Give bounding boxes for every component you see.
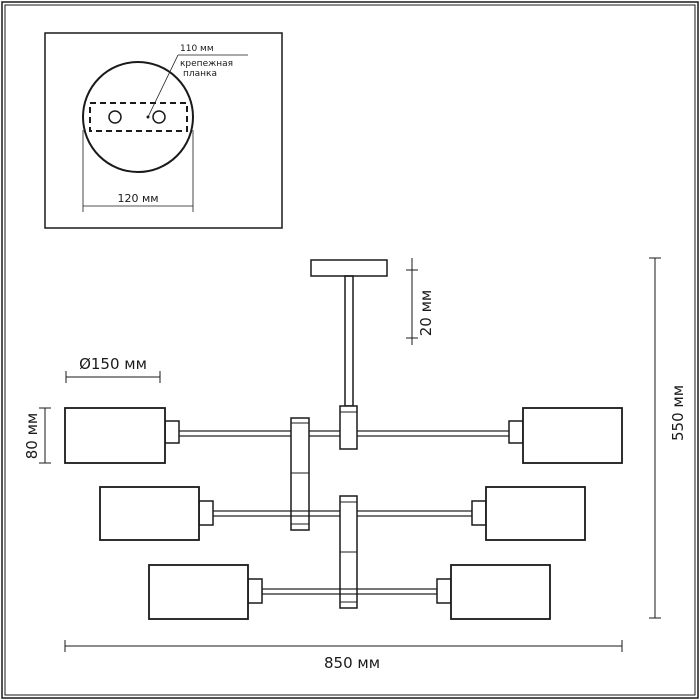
screw-hole-left: [108, 110, 122, 124]
shade-middle-left: [99, 486, 200, 541]
dim-rod-label: 20 мм: [417, 290, 435, 337]
inset-dim-110: 110 мм: [180, 44, 214, 54]
shade-top-right: [522, 407, 623, 464]
dimensions: Ø150 мм 80 мм 20 мм 550 мм 850 мм: [23, 257, 687, 672]
inner-frame: [4, 4, 696, 696]
inset-frame: [44, 32, 283, 229]
screw-hole-right: [152, 110, 166, 124]
socket-top-left: [164, 420, 180, 444]
shade-top-left: [64, 407, 166, 464]
inset-note-line1: крепежная: [180, 59, 233, 69]
shade-bottom-right: [450, 564, 551, 620]
shade-middle-right: [485, 486, 586, 541]
ceiling-canopy: [310, 259, 388, 277]
socket-middle-right: [471, 500, 487, 526]
bracket-leader-line: [147, 54, 179, 118]
socket-bottom-right: [436, 578, 452, 604]
canopy-circle: [82, 61, 194, 173]
dim-total-height-label: 550 мм: [669, 385, 687, 441]
dim-shade-height-label: 80 мм: [23, 413, 41, 460]
socket-middle-left: [198, 500, 214, 526]
hub-left-connector: [290, 417, 310, 531]
mounting-bracket: [89, 102, 188, 132]
fixture: [64, 259, 623, 620]
socket-bottom-left: [247, 578, 263, 604]
hub-top: [339, 405, 358, 450]
stem-rod: [344, 275, 354, 407]
inset-note-line2: планка: [183, 69, 217, 79]
socket-top-right: [508, 420, 524, 444]
dim-shade-diameter-label: Ø150 мм: [79, 355, 147, 373]
dim-total-width-label: 850 мм: [324, 654, 380, 672]
shade-bottom-left: [148, 564, 249, 620]
mounting-inset: 110 мм крепежная планка 120 мм: [44, 32, 283, 229]
inset-dim-120: 120 мм: [117, 192, 158, 205]
